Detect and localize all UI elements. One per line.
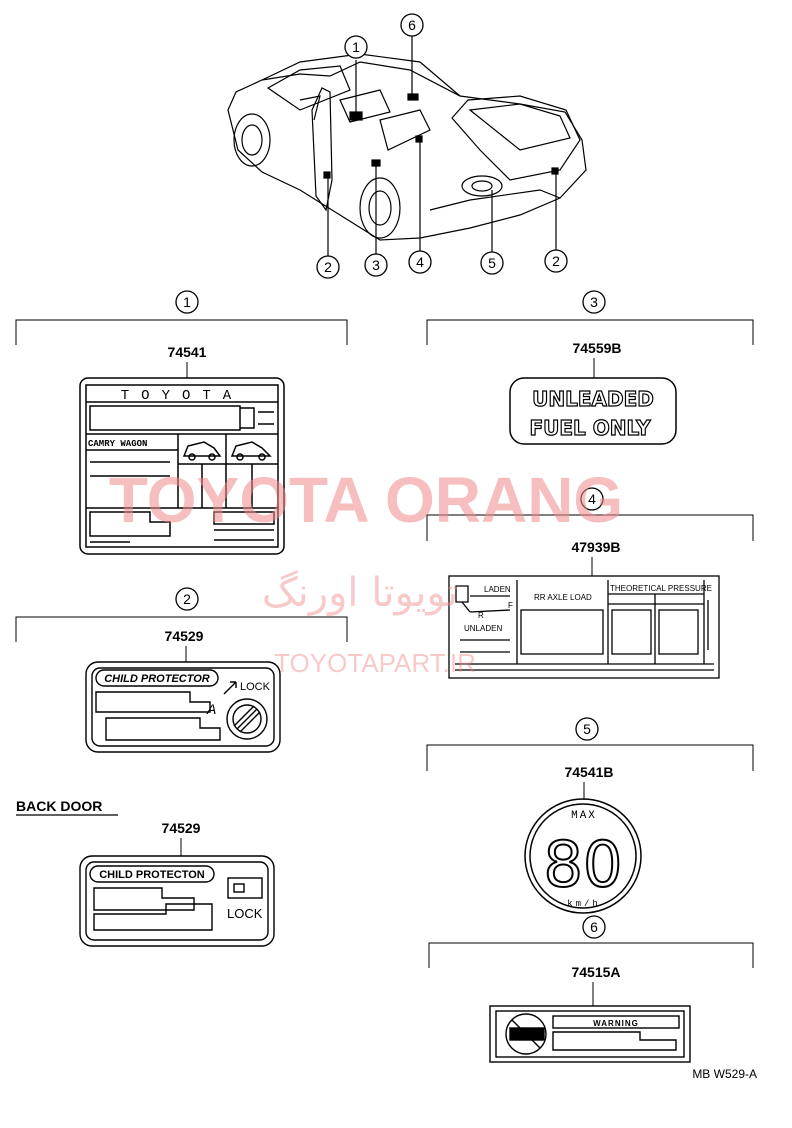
watermark-line2: تويوتا اورنگ [262,570,458,616]
car-callout-2a: 2 [324,259,332,275]
part-1-callout: 1 [183,294,191,310]
watermark: TOYOTA ORANG تويوتا اورنگ TOYOTAPART.IR [109,464,623,678]
part-4-r: R [478,611,484,620]
car-callout-5: 5 [488,255,496,271]
watermark-line3: TOYOTAPART.IR [274,648,476,678]
part-4-laden: LADEN [484,585,511,594]
diagram-code: MB W529-A [692,1067,757,1081]
part-4-label [448,575,720,679]
part-3-line1: UNLEADED [532,387,654,411]
car-callout-3: 3 [372,257,380,273]
part-2-lock: LOCK [240,681,271,693]
part-6-group: 6 74515A WARNING [428,915,754,1063]
part-4-unladen: UNLADEN [464,624,502,633]
car-callout-6: 6 [408,17,416,33]
part-1-number: 74541 [168,344,207,360]
part-5-label [524,798,642,914]
part-3-line2: FUEL ONLY [529,416,651,440]
part-3-label [509,377,677,445]
part-3-number: 74559B [572,340,621,356]
back-door-label [79,855,275,947]
part-2-group: 2 74529 CHILD PROTECTOR LOCK A [15,587,348,753]
car-callout-4: 4 [416,254,424,270]
part-4-group: 4 47939B LADEN UNLADEN F R [426,487,754,679]
part-2-mark: A [206,701,216,717]
part-5-group: 5 74541B MAX 80 km/h [426,717,754,914]
part-2-number: 74529 [165,628,204,644]
part-1-model: CAMRY WAGON [88,439,147,449]
part-3-group: 3 74559B UNLEADED FUEL ONLY [426,290,754,445]
part-6-label [489,1005,691,1063]
part-2-label [85,661,281,753]
back-door-lock: LOCK [227,906,263,921]
part-4-col2: THEORETICAL PRESSURE [610,584,712,593]
part-5-max: MAX [571,810,597,822]
part-4-col1: RR AXLE LOAD [534,593,592,602]
part-5-unit: km/h [567,899,601,909]
part-1-label [79,377,285,555]
back-door-number: 74529 [162,820,201,836]
back-door-title: CHILD PROTECTON [99,869,205,881]
part-4-callout: 4 [588,491,596,507]
part-4-f: F [508,601,513,610]
car-illustration [227,36,587,256]
back-door-group: BACK DOOR 74529 CHILD PROTECTON LOCK [16,798,275,947]
part-4-number: 47939B [571,539,620,555]
part-6-callout: 6 [590,919,598,935]
car-callouts [316,13,568,279]
part-1-brand: TOYOTA [121,388,243,404]
part-2-callout: 2 [183,591,191,607]
part-5-speed: 80 [544,828,623,901]
part-5-number: 74541B [564,764,613,780]
back-door-heading: BACK DOOR [16,798,102,814]
part-3-callout: 3 [590,294,598,310]
car-callout-2b: 2 [552,253,560,269]
part-5-callout: 5 [583,721,591,737]
part-2-title: CHILD PROTECTOR [104,673,210,685]
watermark-line1: TOYOTA ORANG [109,464,623,536]
part-1-group: 1 74541 [15,290,348,555]
part-6-number: 74515A [571,964,620,980]
part-6-warning: WARNING [593,1019,639,1028]
car-callout-1: 1 [352,39,360,55]
